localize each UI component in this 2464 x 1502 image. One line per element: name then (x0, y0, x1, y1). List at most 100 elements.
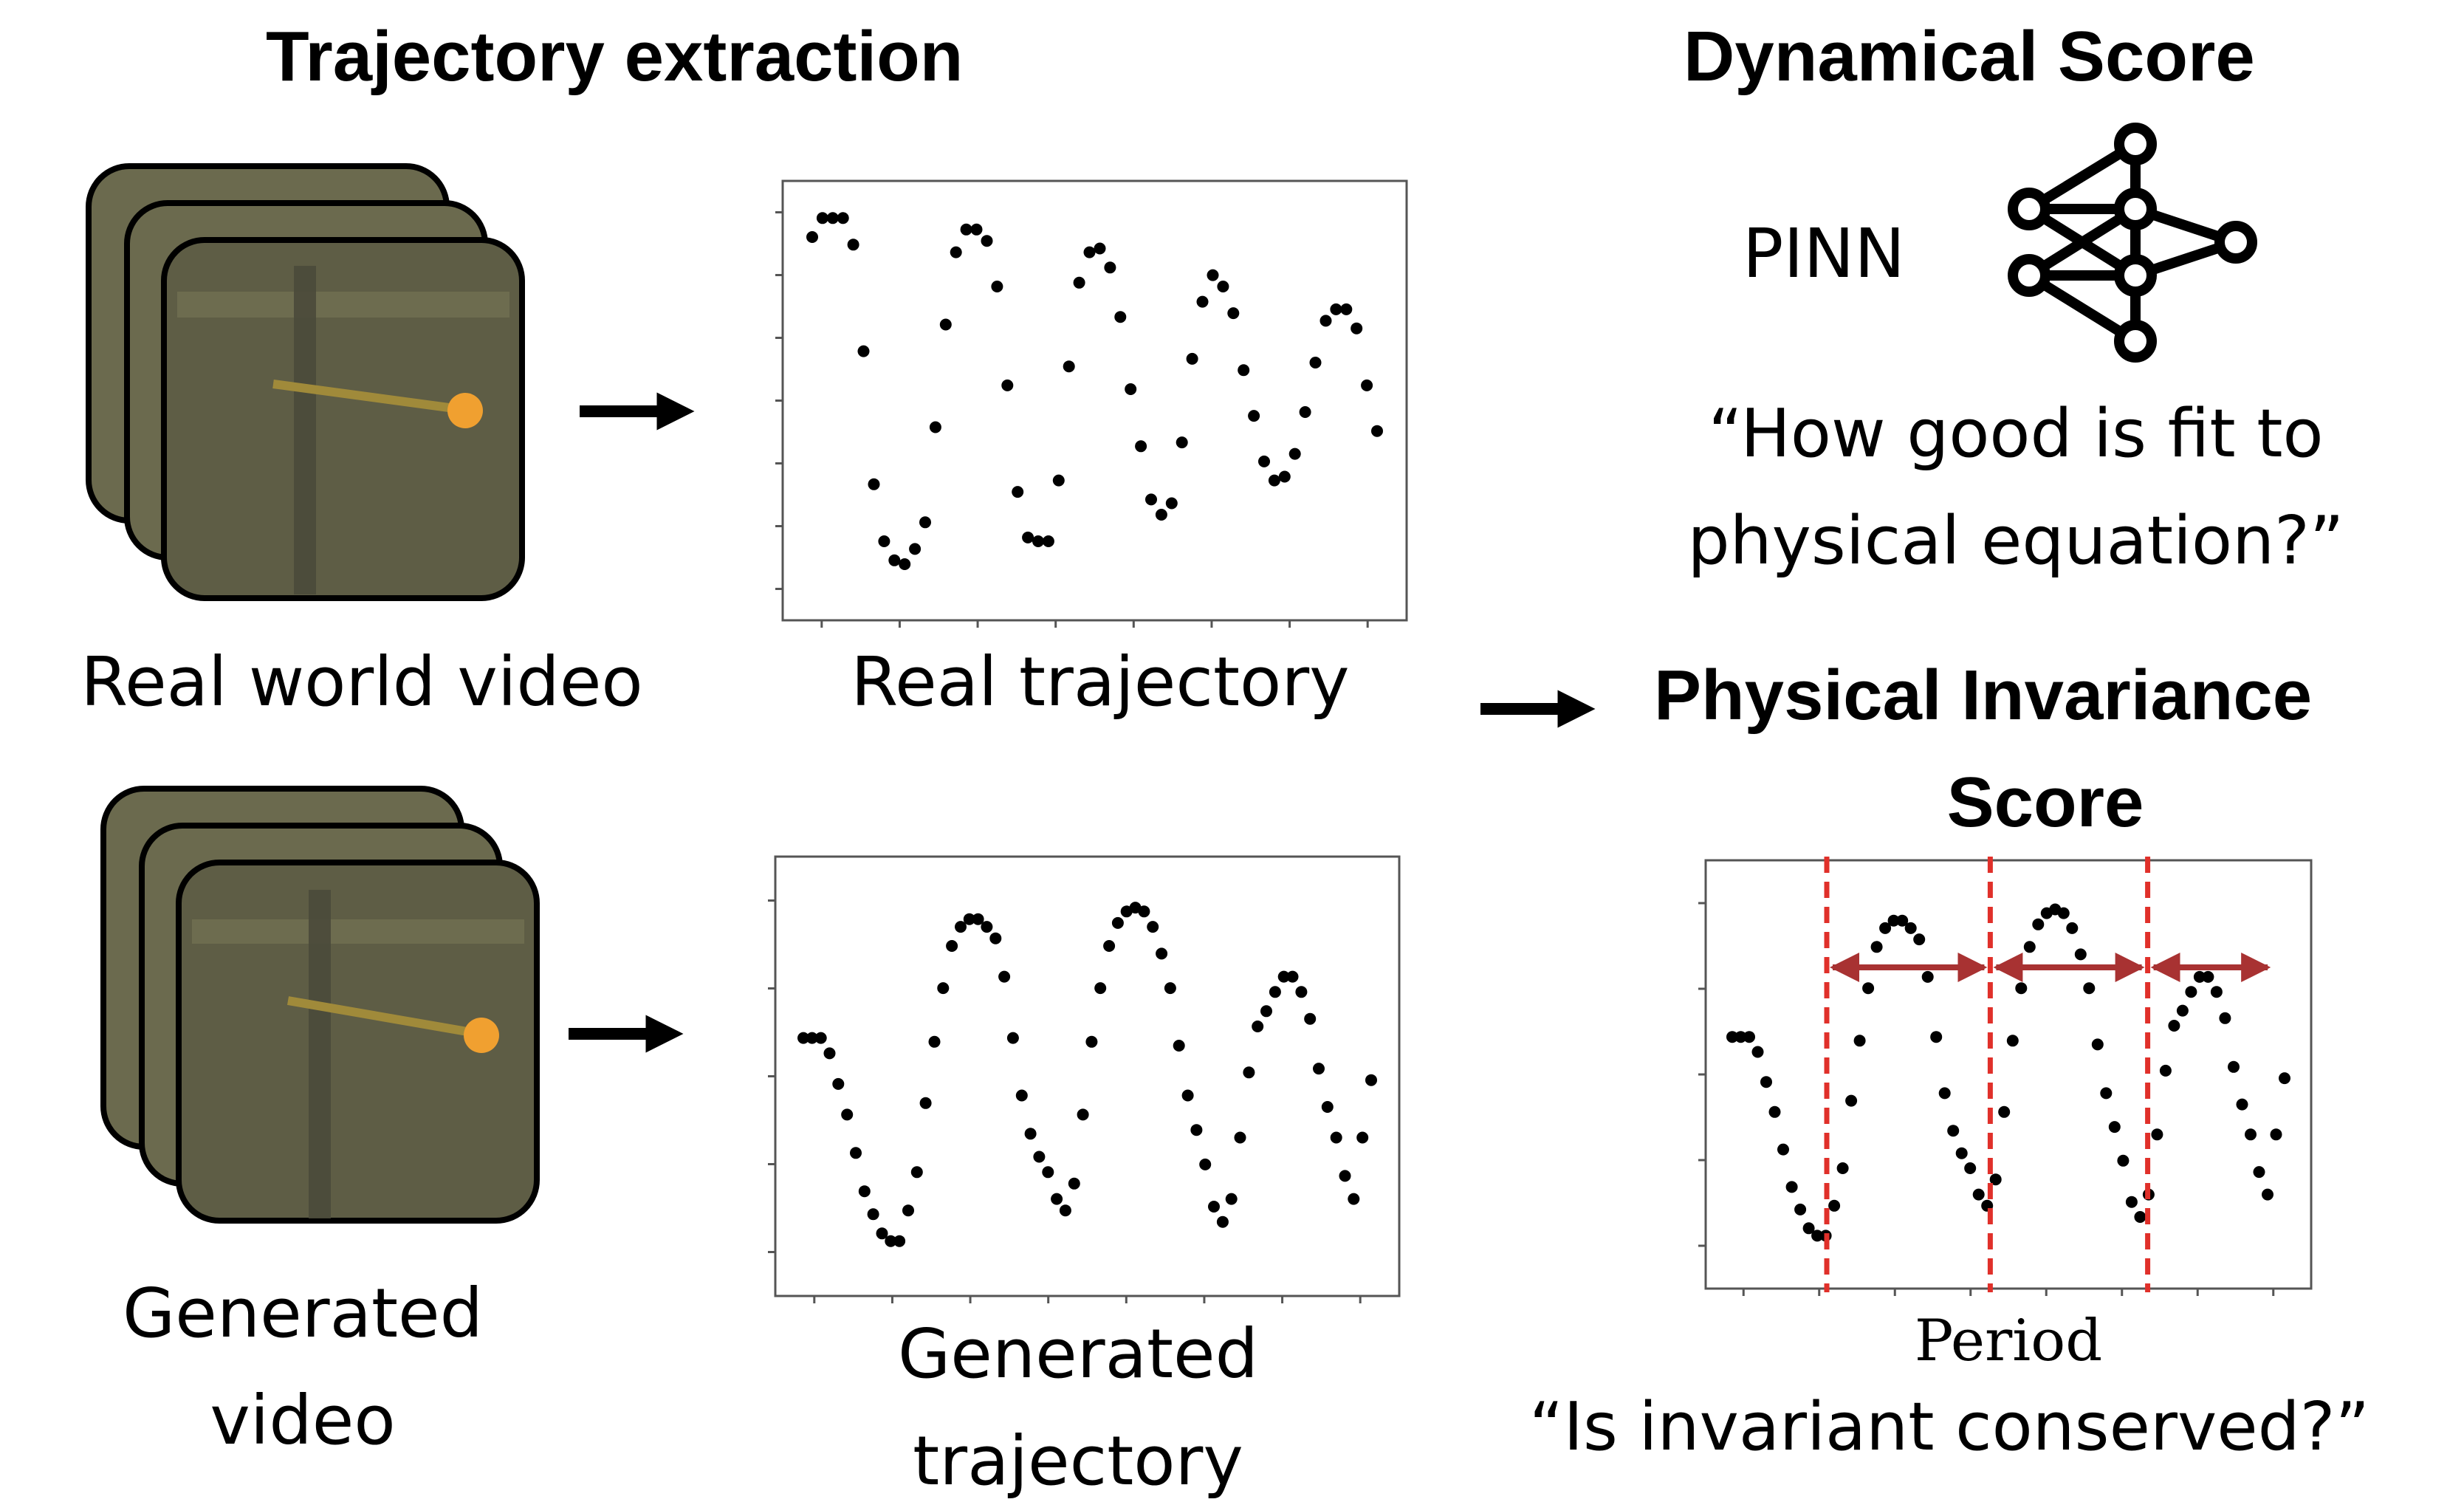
plot-generated-trajectory (774, 855, 1401, 1297)
data-point (1156, 947, 1168, 960)
data-point (1068, 1177, 1080, 1190)
data-point (939, 318, 952, 331)
data-point (1811, 1230, 1824, 1242)
data-point (806, 231, 818, 243)
data-point (2151, 1128, 2163, 1141)
data-point (1930, 1031, 1943, 1043)
data-point (1165, 497, 1178, 510)
data-point (2091, 1038, 2104, 1051)
data-point (1059, 1204, 1071, 1217)
data-point (1208, 1201, 1220, 1213)
data-point (1371, 425, 1383, 437)
pendulum-ball (447, 393, 483, 428)
data-point (2168, 1020, 2180, 1032)
data-point (2032, 918, 2045, 930)
data-point (1828, 1199, 1841, 1212)
data-point (2023, 941, 2036, 953)
data-point (1794, 1203, 1807, 1215)
data-point (1190, 1124, 1203, 1136)
data-point (1277, 970, 1290, 983)
plot-ticks (768, 211, 2275, 1303)
data-point (1288, 447, 1301, 460)
data-point (1135, 440, 1147, 453)
data-point (1269, 986, 1281, 998)
data-point (1033, 1150, 1046, 1163)
pendulum-rod (272, 380, 466, 414)
data-point (1743, 1031, 1755, 1043)
data-point (814, 1032, 827, 1044)
data-point (1351, 322, 1363, 335)
data-point (1896, 914, 1909, 927)
label-generated-trajectory-2: trajectory (913, 1422, 1243, 1501)
data-point (1186, 352, 1198, 365)
data-point (1094, 242, 1106, 255)
data-point (1173, 1040, 1185, 1052)
data-point (1111, 916, 1124, 929)
data-point (1243, 1066, 1255, 1079)
data-point (1309, 357, 1322, 368)
data-point (1145, 493, 1157, 506)
data-point (981, 235, 993, 247)
data-point (960, 223, 972, 236)
nn-node (2214, 221, 2257, 264)
data-point (823, 1047, 836, 1060)
data-point (909, 543, 922, 555)
nn-node (2008, 254, 2051, 297)
data-point (1299, 406, 1311, 418)
data-point (1964, 1162, 1977, 1174)
data-point (2270, 1128, 2282, 1141)
nn-node (2114, 123, 2157, 165)
data-point (1340, 303, 1353, 315)
data-point (1295, 986, 1308, 998)
frame-front-gen (176, 860, 540, 1224)
heading-physical-invariance: Physical Invariance (1654, 656, 2313, 735)
data-point (1836, 1162, 1849, 1174)
data-point (2006, 1035, 2019, 1047)
real-video-frames (86, 163, 525, 601)
data-point (876, 1227, 888, 1240)
question-fit-line1: “How good is fit to (1708, 395, 2324, 473)
data-point (1217, 281, 1229, 292)
data-point (1365, 1074, 1377, 1086)
data-point (1862, 982, 1875, 995)
data-point (1051, 1193, 1063, 1205)
label-real-video: Real world video (80, 642, 643, 721)
data-point (1853, 1035, 1866, 1047)
data-point (910, 1166, 923, 1179)
data-point (1094, 982, 1107, 995)
data-point (1998, 1105, 2011, 1118)
data-point (1199, 1158, 1212, 1170)
data-point (2108, 1121, 2121, 1134)
data-point (2057, 907, 2070, 919)
data-point (1260, 1005, 1272, 1018)
data-point (1125, 383, 1137, 395)
nn-node (2008, 188, 2051, 230)
data-point (1989, 1173, 2002, 1186)
data-point (1938, 1087, 1951, 1100)
data-point (2245, 1128, 2257, 1141)
data-point (878, 535, 890, 547)
data-point (2210, 986, 2223, 998)
label-generated-video: Generated (122, 1274, 484, 1353)
data-point (1887, 914, 1900, 927)
data-point (857, 345, 870, 357)
data-point (2083, 982, 2096, 995)
data-point (1207, 269, 1219, 281)
data-point (1845, 1094, 1858, 1107)
data-point (1321, 1101, 1334, 1113)
data-point (888, 554, 901, 566)
data-point (1278, 470, 1291, 483)
data-point (1032, 535, 1044, 547)
data-point (1947, 1125, 1960, 1137)
data-point (1147, 921, 1159, 933)
data-point (1361, 379, 1373, 391)
data-point (929, 421, 941, 433)
data-point (998, 970, 1011, 983)
data-point (899, 558, 911, 570)
data-point (919, 1097, 932, 1109)
data-point (1339, 1170, 1351, 1182)
data-point (1015, 1089, 1028, 1102)
nn-node (2114, 254, 2157, 297)
data-point (989, 932, 1002, 944)
data-point (797, 1032, 809, 1044)
